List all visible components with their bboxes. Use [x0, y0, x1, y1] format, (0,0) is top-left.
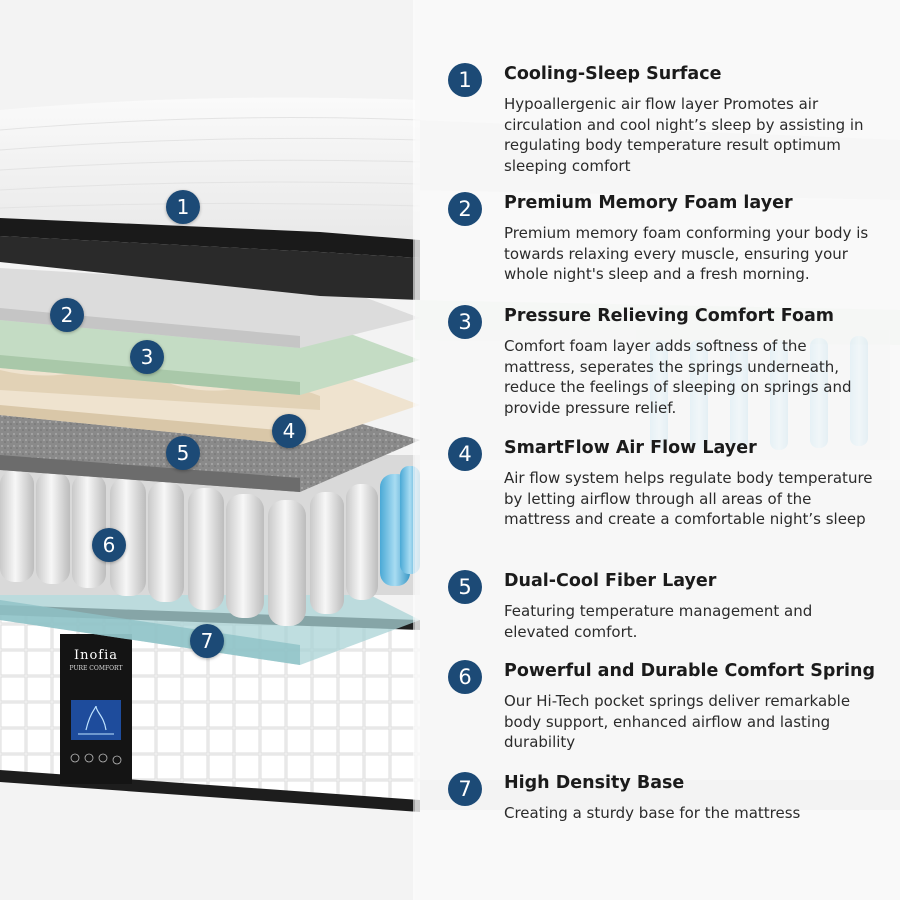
layer-marker-2: 2 [50, 298, 84, 332]
feature-title: Dual-Cool Fiber Layer [504, 571, 717, 591]
feature-title: SmartFlow Air Flow Layer [504, 438, 757, 458]
layer-marker-7: 7 [190, 624, 224, 658]
feature-description: Hypoallergenic air flow layer Promotes a… [504, 95, 864, 175]
brand-label: Inofia PURE COMFORT [62, 648, 130, 672]
feature-description: Premium memory foam conforming your body… [504, 224, 869, 283]
feature-title: Powerful and Durable Comfort Spring [504, 661, 876, 681]
feature-number: 2 [448, 192, 482, 226]
feature-title: High Density Base [504, 773, 685, 793]
layer-marker-3: 3 [130, 340, 164, 374]
layer-marker-4: 4 [272, 414, 306, 448]
feature-title: Cooling-Sleep Surface [504, 64, 722, 84]
feature-description: Creating a sturdy base for the mattress [504, 804, 801, 822]
layer-marker-5: 5 [166, 436, 200, 470]
feature-description: Air flow system helps regulate body temp… [504, 469, 873, 528]
layer-marker-1: 1 [166, 190, 200, 224]
brand-tagline: PURE COMFORT [69, 665, 123, 672]
feature-number: 3 [448, 305, 482, 339]
feature-number: 7 [448, 772, 482, 806]
layer-marker-6: 6 [92, 528, 126, 562]
brand-name: Inofia [73, 648, 119, 663]
feature-description: Featuring temperature management and ele… [504, 602, 813, 641]
feature-number: 1 [448, 63, 482, 97]
feature-description: Our Hi-Tech pocket springs deliver remar… [504, 692, 851, 751]
feature-number: 4 [448, 437, 482, 471]
feature-panel [415, 0, 900, 900]
feature-title: Pressure Relieving Comfort Foam [504, 306, 835, 326]
feature-description: Comfort foam layer adds softness of the … [504, 337, 852, 417]
feature-number: 6 [448, 660, 482, 694]
feature-title: Premium Memory Foam layer [504, 193, 793, 213]
feature-number: 5 [448, 570, 482, 604]
